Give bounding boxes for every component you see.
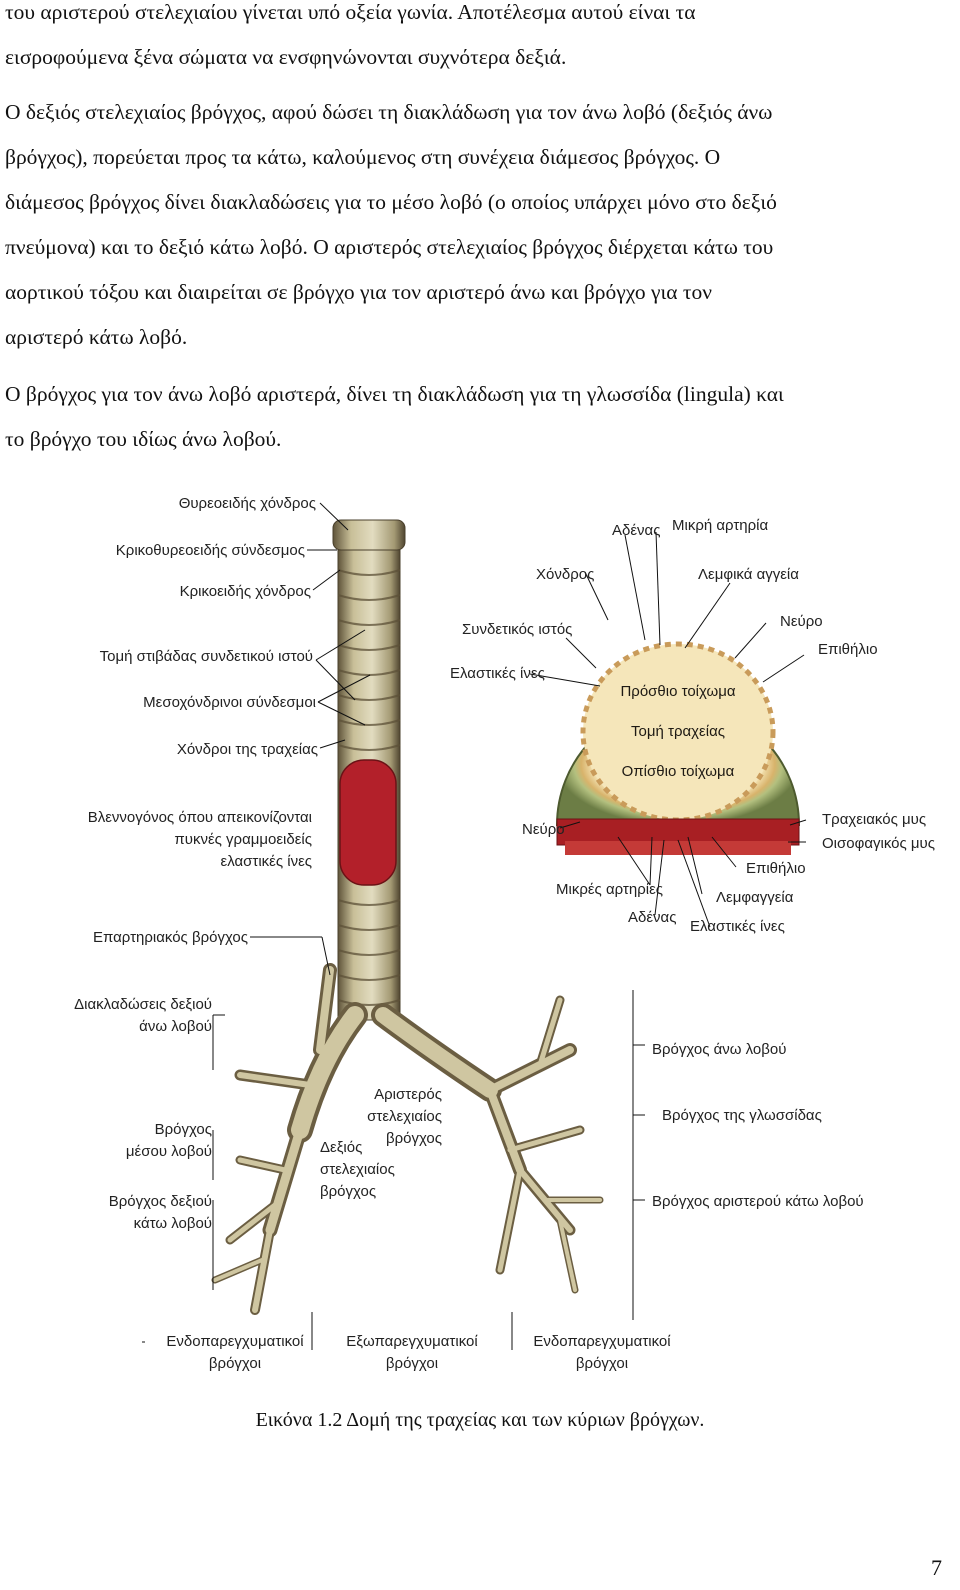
label-mucosa-line3: ελαστικές ίνες	[220, 853, 312, 870]
label-right-main-bronchus-1: Δεξιός	[320, 1139, 363, 1156]
label-intraparenchymal-right-2: βρόγχοι	[575, 1355, 629, 1372]
label-small-arteries: Μικρές αρτηρίες	[556, 881, 663, 898]
label-elastic-fibers-bottom: Ελαστικές ίνες	[690, 918, 785, 935]
label-intraparenchymal-right-1: Ενδοπαρεγχυματικοί	[533, 1333, 671, 1350]
text-line: διάμεσος βρόγχος δίνει διακλαδώσεις για …	[5, 190, 777, 214]
text-line: Ο βρόγχος για τον άνω λοβό αριστερά, δίν…	[5, 382, 784, 406]
label-posterior-wall: Οπίσθιο τοίχωμα	[621, 763, 735, 780]
label-intraparenchymal-left-1: Ενδοπαρεγχυματικοί	[166, 1333, 304, 1350]
label-left-lower-lobe-bronchus: Βρόγχος αριστερού κάτω λοβού	[652, 1193, 864, 1210]
label-mucosa-line1: Βλεννογόνος όπου απεικονίζονται	[87, 809, 312, 826]
label-tracheal-section: Τομή τραχείας	[631, 723, 725, 740]
label-epithelium-top: Επιθήλιο	[818, 641, 878, 658]
label-middle-lobe-line2: μέσου λοβού	[125, 1143, 212, 1160]
label-mucosa-line2: πυκνές γραμμοειδείς	[174, 831, 312, 848]
text-line: το βρόγχο του ιδίως άνω λοβού.	[5, 427, 282, 451]
figure-caption: Εικόνα 1.2 Δομή της τραχείας και των κύρ…	[255, 1409, 705, 1431]
label-small-artery: Μικρή αρτηρία	[672, 517, 769, 534]
bronchial-tree	[211, 963, 604, 1315]
label-eparterial-bronchus: Επαρτηριακός βρόγχος	[92, 929, 248, 946]
label-intercartilaginous-ligaments: Μεσοχόνδρινοι σύνδεσμοι	[143, 694, 316, 711]
label-cricoid-cartilage: Κρικοειδής χόνδρος	[179, 583, 311, 600]
label-lingula-bronchus: Βρόγχος της γλωσσίδας	[662, 1107, 822, 1124]
label-extraparenchymal-2: βρόγχοι	[385, 1355, 439, 1372]
label-cricothyroid-ligament: Κρικοθυρεοειδής σύνδεσμος	[115, 542, 305, 559]
text-line: εισροφούμενα ξένα σώματα να ενσφηνώνοντα…	[5, 45, 567, 69]
label-nerve-top: Νεύρο	[780, 613, 823, 630]
label-thyroid-cartilage: Θυρεοειδής χόνδρος	[178, 495, 316, 512]
label-left-upper-lobe-bronchus: Βρόγχος άνω λοβού	[652, 1041, 787, 1058]
label-connective-layer: Τομή στιβάδας συνδετικού ιστού	[99, 648, 313, 665]
trachea-shaft	[332, 519, 406, 1021]
text-line: αριστερό κάτω λοβό.	[5, 325, 188, 349]
label-left-main-bronchus-1: Αριστερός	[374, 1086, 442, 1103]
label-right-upper-lobe-line2: άνω λοβού	[139, 1018, 212, 1035]
paragraph-2: Ο δεξιός στελεχιαίος βρόγχος, αφού δώσει…	[5, 90, 955, 360]
trachea-cross-section	[555, 641, 801, 855]
label-anterior-wall: Πρόσθιο τοίχωμα	[620, 683, 736, 700]
label-gland-bottom: Αδένας	[628, 909, 677, 926]
label-left-main-bronchus-3: βρόγχος	[385, 1130, 442, 1147]
label-right-lower-lobe-line1: Βρόγχος δεξιού	[108, 1193, 212, 1210]
label-intraparenchymal-left-2: βρόγχοι	[208, 1355, 262, 1372]
label-gland-top: Αδένας	[612, 522, 661, 539]
label-lymphatic-vessels: Λεμφικά αγγεία	[698, 566, 799, 583]
text-line: βρόγχος), πορεύεται προς τα κάτω, καλούμ…	[5, 145, 721, 169]
label-esophageal-muscle: Οισοφαγικός μυς	[822, 835, 935, 852]
page-number: 7	[931, 1555, 942, 1580]
text-line: πνεύμονα) και το δεξιό κάτω λοβό. Ο αρισ…	[5, 235, 774, 259]
label-lymph-vessels: Λεμφαγγεία	[716, 889, 794, 906]
mucosa-window	[339, 759, 397, 886]
label-right-upper-lobe-line1: Διακλαδώσεις δεξιού	[74, 996, 212, 1013]
text-line: Ο δεξιός στελεχιαίος βρόγχος, αφού δώσει…	[5, 100, 773, 124]
label-extraparenchymal-1: Εξωπαρεγχυματικοί	[346, 1333, 478, 1350]
paragraph-3: Ο βρόγχος για τον άνω λοβό αριστερά, δίν…	[5, 372, 955, 462]
trachea-bronchi-figure: Θυρεοειδής χόνδρος Κρικοθυρεοειδής σύνδε…	[0, 470, 960, 1390]
label-cartilage: Χόνδρος	[536, 566, 595, 583]
label-nerve-left: Νεύρο	[522, 821, 565, 838]
leader-lines	[142, 502, 807, 1350]
label-connective-tissue: Συνδετικός ιστός	[462, 621, 573, 638]
label-epithelium-bottom: Επιθήλιο	[746, 860, 806, 877]
label-tracheal-cartilages: Χόνδροι της τραχείας	[176, 741, 318, 758]
text-line: αορτικού τόξου και διαιρείται σε βρόγχο …	[5, 280, 713, 304]
label-right-main-bronchus-3: βρόγχος	[320, 1183, 377, 1200]
paragraph-1: του αριστερού στελεχιαίου γίνεται υπό οξ…	[5, 0, 955, 80]
text-line: του αριστερού στελεχιαίου γίνεται υπό οξ…	[5, 0, 696, 24]
label-left-main-bronchus-2: στελεχιαίος	[367, 1108, 442, 1125]
anatomy-illustration	[142, 502, 807, 1350]
label-right-main-bronchus-2: στελεχιαίος	[320, 1161, 395, 1178]
label-middle-lobe-line1: Βρόγχος	[154, 1121, 212, 1138]
label-right-lower-lobe-line2: κάτω λοβού	[133, 1215, 212, 1232]
label-elastic-fibers-top: Ελαστικές ίνες	[450, 665, 545, 682]
label-trachealis-muscle: Τραχειακός μυς	[822, 811, 927, 828]
